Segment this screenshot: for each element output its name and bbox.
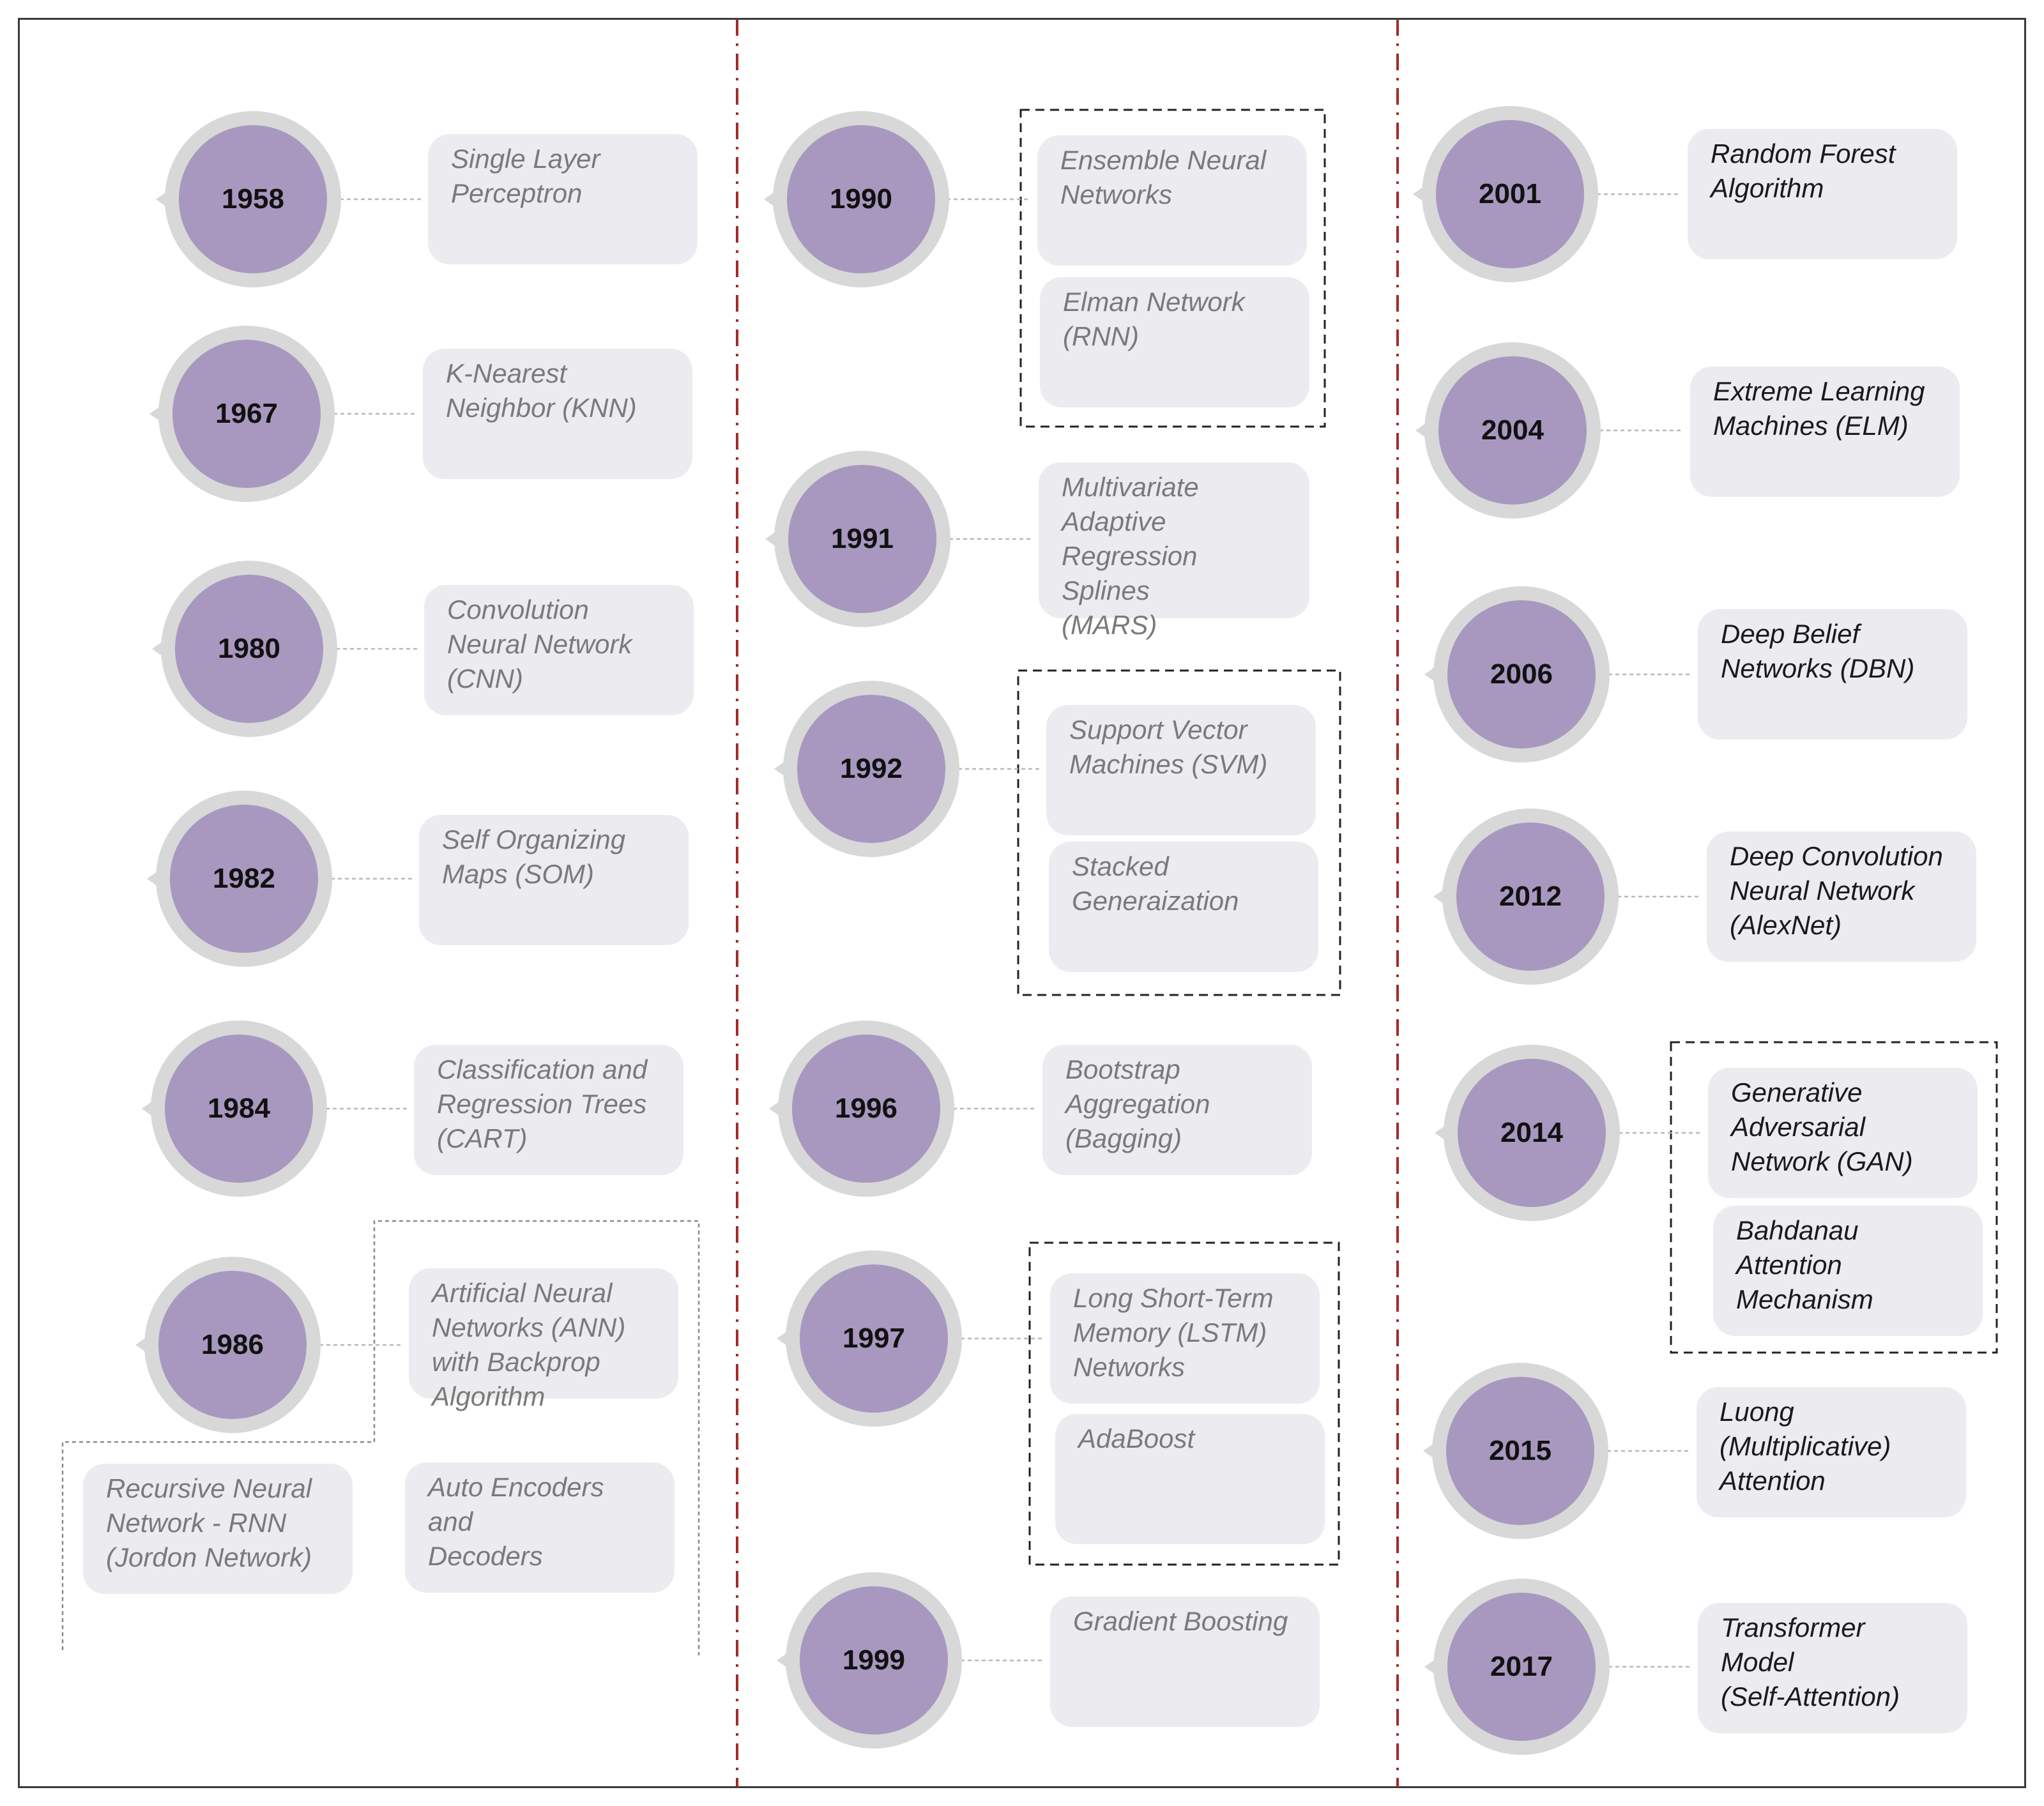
year-badge: 1992	[783, 681, 959, 857]
year-badge: 2004	[1424, 342, 1601, 519]
model-card: Auto Encoders and Decoders	[405, 1462, 675, 1593]
model-card: Ensemble Neural Networks	[1037, 135, 1307, 266]
year-badge: 2014	[1444, 1045, 1620, 1221]
year-badge: 1990	[773, 111, 949, 287]
model-card: Random Forest Algorithm	[1688, 129, 1957, 259]
year-badge: 1980	[161, 561, 337, 737]
model-card: Deep Belief Networks (DBN)	[1698, 609, 1967, 740]
year-badge: 1967	[158, 326, 335, 502]
model-card: Long Short-Term Memory (LSTM) Networks	[1050, 1273, 1320, 1404]
year-badge: 1997	[786, 1250, 962, 1427]
model-card: Gradient Boosting	[1050, 1597, 1320, 1727]
year-badge: 1986	[144, 1257, 321, 1433]
model-card: Elman Network (RNN)	[1040, 277, 1309, 407]
year-badge: 1982	[156, 791, 332, 967]
model-card: K-Nearest Neighbor (KNN)	[423, 349, 692, 479]
model-card: Single Layer Perceptron	[428, 134, 698, 264]
model-card: Convolution Neural Network (CNN)	[424, 585, 694, 715]
year-badge: 2001	[1422, 106, 1598, 282]
year-badge: 2015	[1432, 1363, 1608, 1539]
year-badge: 1991	[774, 451, 950, 627]
model-card: Classification and Regression Trees (CAR…	[414, 1045, 683, 1175]
model-card: Multivariate Adaptive Regression Splines…	[1039, 462, 1309, 640]
model-card: Luong (Multiplicative) Attention	[1697, 1387, 1966, 1517]
year-badge: 1996	[778, 1021, 954, 1197]
model-card: AdaBoost	[1055, 1414, 1325, 1544]
year-badge: 2017	[1433, 1579, 1610, 1755]
model-card: Bootstrap Aggregation (Bagging)	[1042, 1045, 1312, 1175]
model-card: Stacked Generaization	[1049, 842, 1318, 972]
model-card: Recursive Neural Network - RNN (Jordon N…	[83, 1464, 353, 1594]
year-badge: 1958	[165, 111, 341, 287]
model-card: Support Vector Machines (SVM)	[1046, 705, 1316, 835]
model-card: Generative Adversarial Network (GAN)	[1708, 1068, 1978, 1198]
model-card: Extreme Learning Machines (ELM)	[1690, 367, 1960, 497]
model-card: Self Organizing Maps (SOM)	[419, 815, 689, 945]
year-badge: 1984	[151, 1021, 327, 1197]
model-card: Bahdanau Attention Mechanism	[1713, 1206, 1983, 1336]
model-card: Transformer Model (Self-Attention)	[1698, 1603, 1967, 1733]
year-badge: 2012	[1442, 808, 1619, 985]
model-card: Artificial Neural Networks (ANN) with Ba…	[409, 1268, 678, 1411]
year-badge: 1999	[786, 1572, 962, 1749]
model-card: Deep Convolution Neural Network (AlexNet…	[1707, 831, 1976, 962]
year-badge: 2006	[1433, 586, 1610, 763]
